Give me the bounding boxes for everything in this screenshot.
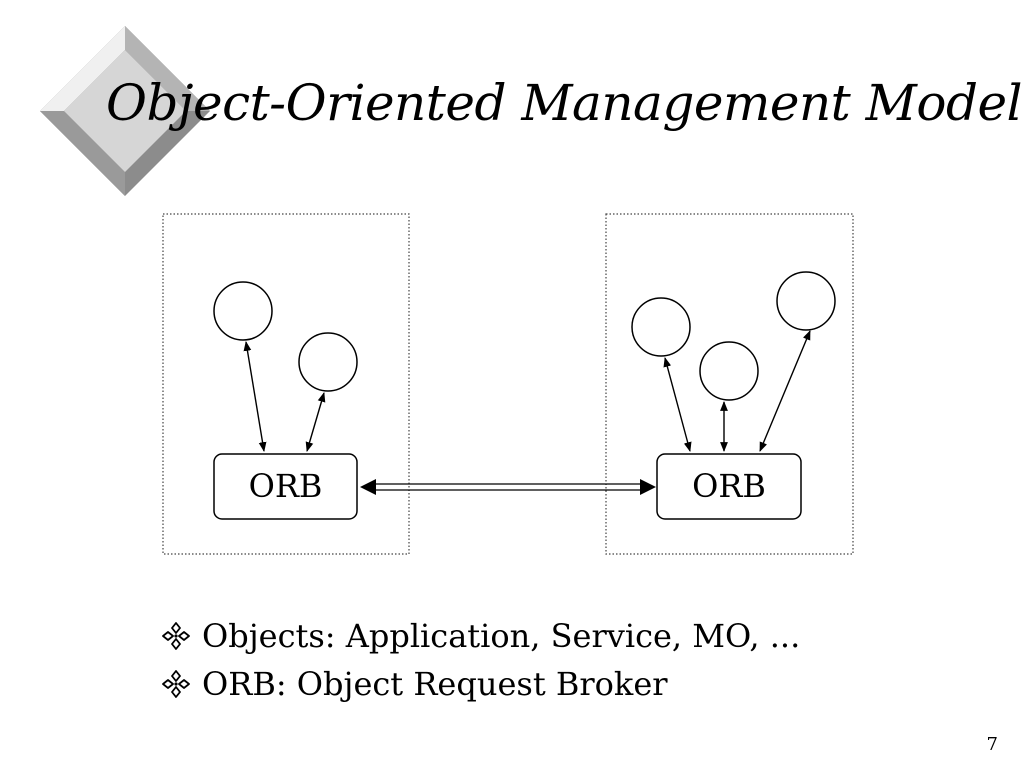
four-petal-diamond-bullet-icon — [162, 670, 190, 698]
right-object-1 — [631, 297, 691, 357]
bullet-item: Objects: Application, Service, MO, ... — [162, 612, 800, 660]
left-orb-label: ORB — [249, 467, 323, 505]
four-petal-diamond-bullet-icon — [162, 622, 190, 650]
left-object-2 — [298, 332, 358, 392]
page-number: 7 — [986, 734, 998, 755]
bullet-list: Objects: Application, Service, MO, ... O… — [162, 612, 800, 708]
right-orb-box — [656, 453, 802, 520]
left-orb-box — [213, 453, 358, 520]
bullet-text: Objects: Application, Service, MO, ... — [202, 617, 801, 655]
left-arrow-object-2 — [305, 392, 326, 452]
orb-link-left-head — [360, 479, 376, 495]
left-arrow-object-1 — [243, 341, 267, 452]
orb-link-right-head — [640, 479, 656, 495]
beveled-diamond-icon — [40, 26, 210, 196]
slide-title: Object-Oriented Management Model — [106, 74, 1023, 132]
right-host-boundary — [605, 213, 854, 555]
bullet-text: ORB: Object Request Broker — [202, 665, 668, 703]
right-arrow-object-3 — [759, 330, 811, 452]
right-arrow-object-1 — [663, 357, 692, 452]
left-object-1 — [213, 281, 273, 341]
right-object-3 — [776, 271, 836, 331]
right-object-2 — [699, 341, 759, 401]
left-host-boundary — [162, 213, 410, 555]
bullet-item: ORB: Object Request Broker — [162, 660, 800, 708]
orb-link-arrow — [360, 479, 656, 495]
right-orb-label: ORB — [692, 467, 766, 505]
